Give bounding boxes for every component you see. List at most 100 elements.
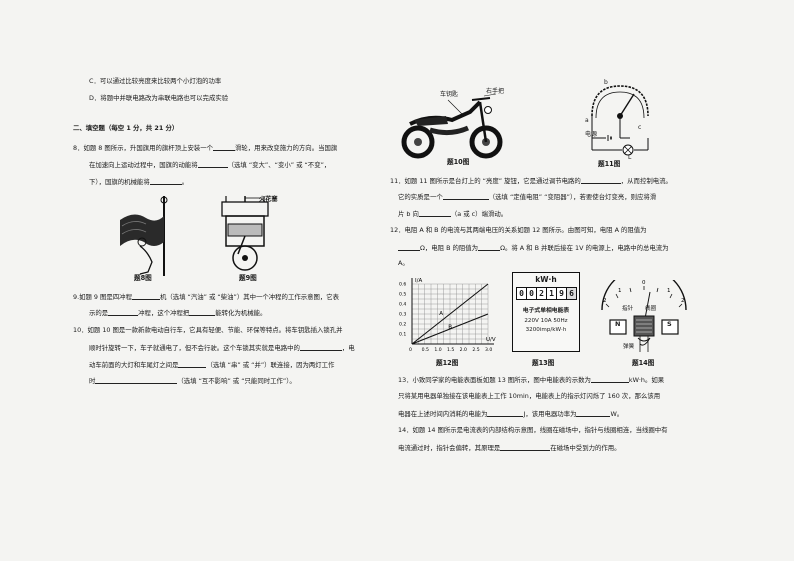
meter-spec: 220V 10A 50Hz	[524, 318, 568, 324]
e-bike-figure	[401, 93, 503, 159]
q10-text: 时	[89, 377, 96, 385]
series-label-B: B	[448, 325, 452, 331]
meter-digits: 0 0 2 1 9 6	[513, 287, 579, 300]
q13-blank-3[interactable]	[576, 409, 611, 417]
q9-text: 能转化为机械能。	[215, 309, 267, 317]
x-tick-label: 2.0	[460, 347, 467, 353]
series-label-A: A	[439, 311, 443, 317]
q8-text: 下），国旗的机械能将	[89, 178, 150, 186]
fig11-label-c: c	[638, 124, 642, 131]
fig12-caption: 题12图	[436, 359, 459, 367]
q8-blank-1[interactable]	[213, 143, 236, 151]
q11-text: 片 b 向	[398, 210, 419, 218]
q13-blank-2[interactable]	[487, 409, 524, 417]
fig13-caption: 题13图	[532, 359, 555, 367]
q12-line3: A。	[398, 259, 409, 267]
series-line-B	[411, 313, 489, 345]
q9-text: 示的是	[89, 309, 109, 317]
q8-text: （选填 “变大”、“变小” 或 “不变”，	[227, 161, 331, 169]
fig11-label-a: a	[585, 117, 589, 124]
q12-line1: 12．电阻 A 和 B 的电流与其两端电压的关系如题 12 图所示。由图可知，电…	[390, 226, 647, 234]
y-tick-label: 0.5	[399, 292, 406, 298]
meter-digit: 6	[566, 287, 577, 300]
energy-meter: kW·h 0 0 2 1 9 6 电子式单相电能表 220V 10A 50Hz …	[512, 272, 580, 352]
svg-text:1: 1	[667, 288, 671, 294]
spark-plug-label: 火花塞	[259, 196, 278, 203]
chart-axes	[411, 278, 494, 345]
q8-text: 滑轮，用来改变施力的方向。当国旗	[235, 144, 338, 152]
q11-text: 11．如题 11 图所示是台灯上的 “亮度” 旋钮，它是通过调节电路的	[390, 177, 581, 185]
fig14-pointer-label: 指针	[622, 306, 634, 312]
q9-text: 冲程，这个冲程把	[138, 309, 190, 317]
q13-text: kW·h。如果	[628, 376, 665, 384]
q12-text: Ω。将 A 和 B 并联后接在 1V 的电源上，电路中的总电流为	[500, 244, 669, 252]
q9-line2: 示的是 冲程，这个冲程把 能转化为机械能。	[89, 308, 266, 317]
q10-line4: 时（选填 “互不影响” 或 “只能同时工作”）。	[89, 376, 296, 385]
q12-line2: Ω，电阻 B 的阻值为 Ω。将 A 和 B 并联后接在 1V 的电源上，电路中的总…	[398, 243, 669, 252]
fig14-pole-n: N	[615, 320, 621, 328]
q14-line1: 14．如题 14 图所示是电流表的内部结构示意图，线圈在磁场中，指针与线圈相连，…	[398, 426, 668, 434]
q8-blank-3[interactable]	[149, 177, 182, 185]
q8-text: 在加速向上运动过程中，国旗的动能将	[89, 161, 198, 169]
q11-text: ，从而控制电流。	[620, 177, 672, 185]
q10-text: ，电	[341, 344, 355, 352]
q14-blank-1[interactable]	[500, 443, 551, 451]
fig11-caption: 题11图	[598, 160, 621, 168]
x-tick-label: 1.0	[434, 347, 441, 353]
q11-blank-2[interactable]	[442, 192, 489, 200]
x-tick-label: 0.5	[422, 347, 429, 353]
q8-text: 8．如题 8 图所示，升国旗用的旗杆顶上安装一个	[73, 144, 214, 152]
q11-line2: 它的实质是一个（选填 “定值电阻” “变阻器”），若要使台灯变亮，则应将滑	[398, 192, 656, 201]
meter-imp: 3200imp/kW·h	[525, 327, 567, 333]
section-title: 二、填空题（每空 1 分，共 21 分）	[73, 124, 179, 132]
option-d: D．将题中并联电路改为串联电路也可以完成实验	[89, 94, 229, 102]
q14-text: 电流通过时，指针会偏转，其原理是	[398, 444, 501, 452]
q10-blank-3[interactable]	[95, 376, 178, 384]
q10-text: （选填 “串” 或 “并”）联连接，因为两灯工作	[206, 361, 335, 369]
ammeter-structure-figure: 1 0 1 2 2	[601, 280, 687, 352]
q11-blank-3[interactable]	[418, 209, 451, 217]
y-tick-label: 0.6	[399, 282, 406, 288]
q8-blank-2[interactable]	[197, 160, 228, 168]
q12-text: Ω，电阻 B 的阻值为	[420, 244, 479, 252]
q10-blank-1[interactable]	[299, 343, 342, 351]
chart-ylabel: I/A	[415, 278, 422, 284]
y-tick-label: 0.1	[399, 332, 406, 338]
y-tick-label: 0.4	[399, 302, 406, 308]
q9-blank-2[interactable]	[108, 308, 139, 316]
q12-blank-1[interactable]	[398, 243, 420, 251]
q9-blank-1[interactable]	[131, 292, 160, 300]
fig14-pole-s: S	[667, 320, 672, 328]
flag-pulley-figure	[120, 196, 168, 276]
svg-text:2: 2	[681, 298, 685, 304]
q10-blank-2[interactable]	[178, 360, 207, 368]
meter-unit: kW·h	[535, 275, 557, 284]
q10-text: 动车前面的大灯和车尾灯之间是	[89, 361, 179, 369]
q9-text: 机（选填 “汽油” 或 “柴油”）其中一个冲程的工作示意图，它表	[159, 293, 340, 301]
fig11-label-power: 电源	[585, 131, 598, 138]
x-tick-label: 0	[409, 347, 412, 353]
fig14-spring-label: 弹簧	[623, 344, 635, 350]
svg-text:0: 0	[642, 280, 646, 286]
option-c: C．可以通过比较亮度来比较两个小灯泡的功率	[89, 77, 222, 85]
svg-text:1: 1	[618, 288, 622, 294]
q12-blank-2[interactable]	[478, 243, 501, 251]
q10-line1: 10．如题 10 图是一款新款电动自行车，它具有轻便、节能、环保等特点。将车钥匙…	[73, 326, 343, 334]
q9-blank-3[interactable]	[189, 308, 216, 316]
fig14-caption: 题14图	[632, 359, 655, 367]
meter-name: 电子式单相电能表	[522, 308, 570, 314]
q13-line2: 只将某用电器单独接在该电能表上工作 10min，电能表上的指示灯闪烁了 160 …	[398, 392, 661, 400]
fig14-coil-label: 线圈	[645, 306, 657, 312]
chart-xlabel: U/V	[486, 337, 496, 343]
q13-blank-1[interactable]	[590, 375, 629, 383]
q11-blank-1[interactable]	[580, 176, 621, 184]
q13-text: W。	[610, 410, 624, 418]
y-tick-label: 0.3	[399, 312, 406, 318]
q8-line2: 在加速向上运动过程中，国旗的动能将 （选填 “变大”、“变小” 或 “不变”，	[89, 160, 330, 169]
dimmer-knob-figure	[591, 85, 649, 156]
